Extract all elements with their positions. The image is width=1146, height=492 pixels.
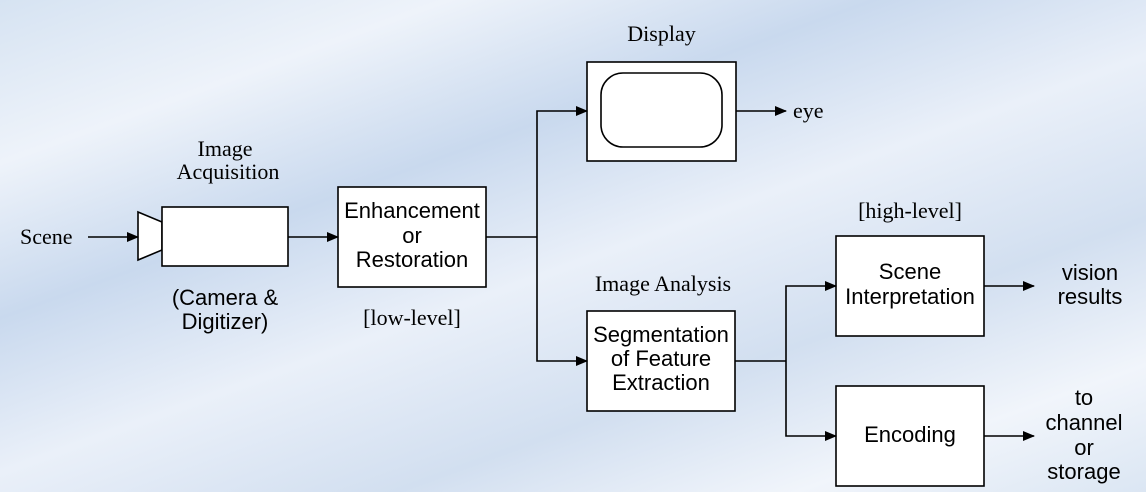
storage-line3: or: [1074, 435, 1094, 460]
arrow-to-analysis: [536, 237, 588, 366]
acquisition-title-line2: Acquisition: [176, 159, 280, 184]
analysis-line3: Extraction: [612, 370, 710, 395]
enhancement-line1: Enhancement: [344, 198, 480, 223]
camera-icon: [137, 206, 289, 267]
storage-line1: to: [1074, 385, 1094, 410]
storage-line2: channel: [1045, 410, 1123, 435]
acquisition-title-line1: Image: [197, 136, 253, 161]
analysis-line2: of Feature: [610, 346, 712, 371]
results-line1: vision: [1061, 260, 1119, 285]
scene-label: Scene: [20, 224, 73, 249]
storage-line4: storage: [1047, 459, 1121, 484]
arrow-to-interpretation: [785, 281, 837, 361]
low-level-tag: [low-level]: [363, 305, 461, 330]
acquisition-caption-line1: (Camera &: [171, 285, 279, 310]
arrow-to-display: [536, 106, 588, 237]
analysis-line1: Segmentation: [593, 322, 729, 347]
interpretation-box: [835, 235, 985, 337]
arrow-to-encoding: [785, 361, 837, 441]
encoding-label: Encoding: [864, 422, 956, 447]
enhancement-line2: or: [402, 223, 422, 248]
analysis-box: [586, 310, 736, 412]
enhancement-line3: Restoration: [355, 247, 469, 272]
interpretation-line2: Interpretation: [845, 284, 975, 309]
display-output-eye: eye: [793, 98, 824, 123]
display-title: Display: [627, 21, 696, 46]
acquisition-caption-line2: Digitizer): [181, 309, 269, 334]
results-line2: results: [1057, 284, 1123, 309]
interpretation-line1: Scene: [878, 259, 942, 284]
encoding-box: [835, 385, 985, 487]
monitor-icon: [586, 61, 737, 162]
enhancement-box: [337, 186, 487, 288]
analysis-title: Image Analysis: [594, 271, 732, 296]
high-level-tag: [high-level]: [858, 198, 962, 223]
